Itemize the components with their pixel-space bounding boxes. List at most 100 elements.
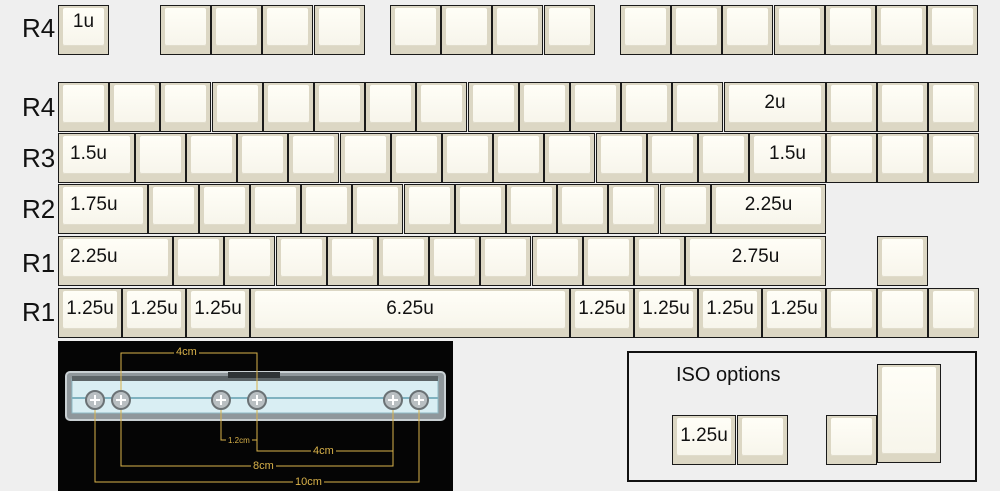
key-label: 1.25u: [770, 298, 818, 319]
key-arrow-down: [877, 288, 928, 338]
key-r2-10: [660, 184, 711, 234]
keycap-surface: [370, 85, 411, 123]
keycap-surface: [754, 136, 821, 174]
keycap-surface: [625, 8, 666, 46]
key-num-8: [468, 82, 519, 132]
key-label: 2.75u: [731, 246, 780, 267]
key-top-9: [620, 5, 671, 55]
keycap-surface: [447, 136, 488, 174]
key-r2-3: [301, 184, 352, 234]
key-label: 1.25u: [642, 298, 690, 319]
keycap-surface: [524, 85, 565, 123]
key-backspace: 2u: [724, 82, 826, 132]
key-r3-8: [544, 133, 595, 183]
key-r1-6: [480, 236, 531, 286]
key-rwin: 1.25u: [634, 288, 698, 338]
keycap-surface: [498, 136, 539, 174]
key-num-10: [570, 82, 621, 132]
keycap-surface: [727, 8, 768, 46]
screw-5: [383, 390, 403, 410]
keycap-surface: [537, 239, 578, 277]
key-f7: [492, 5, 543, 55]
screw-1: [85, 390, 105, 410]
key-label: 1.25u: [130, 298, 178, 319]
keycap-surface: [153, 187, 194, 225]
keycap-surface: [613, 187, 654, 225]
stabilizer-notch: [228, 372, 280, 378]
key-label: 1u: [72, 11, 95, 32]
key-num-7: [416, 82, 467, 132]
keycap-surface: [409, 187, 450, 225]
keycap-surface: [742, 418, 783, 456]
keycap-surface: [63, 291, 117, 329]
key-r1-3: [327, 236, 378, 286]
key-label: 1.25u: [680, 425, 728, 446]
keycap-surface: [716, 187, 821, 225]
keycap-surface: [703, 291, 757, 329]
keycap-surface: [460, 187, 501, 225]
dim-label-8cm: 8cm: [251, 460, 276, 472]
keycap-surface: [665, 187, 706, 225]
key-num-4: [263, 82, 314, 132]
key-lwin: 1.25u: [122, 288, 186, 338]
keycap-surface: [357, 187, 398, 225]
row-label-r4: R4: [22, 92, 56, 122]
key-num-3: [212, 82, 263, 132]
keycap-surface: [562, 187, 603, 225]
key-f8: [544, 5, 595, 55]
key-rctrl: 1.25u: [762, 288, 826, 338]
key-r3-11: [698, 133, 749, 183]
key-rshift: 2.75u: [685, 236, 826, 286]
key-r3-0: [135, 133, 186, 183]
key-label: 2u: [764, 92, 786, 113]
key-r3-2: [237, 133, 288, 183]
keycap-surface: [485, 239, 526, 277]
keycap-surface: [255, 291, 565, 329]
keycap-surface: [882, 367, 936, 454]
dim-10cm-line: [94, 404, 420, 483]
keycap-surface: [549, 136, 590, 174]
key-r1-2: [276, 236, 327, 286]
keycap-surface: [677, 85, 718, 123]
key-r1-7: [532, 236, 583, 286]
key-lalt: 1.25u: [186, 288, 250, 338]
key-label: 1.25u: [706, 298, 754, 319]
key-r1-9: [634, 236, 685, 286]
key-nav-4: [826, 133, 877, 183]
keycap-surface: [549, 8, 590, 46]
keycap-surface: [319, 8, 360, 46]
key-r2-4: [352, 184, 403, 234]
key-r3-9: [596, 133, 647, 183]
key-arrow-right: [928, 288, 979, 338]
keycap-surface: [396, 136, 437, 174]
keycap-surface: [831, 418, 872, 456]
key-r2-8: [557, 184, 608, 234]
key-label: 1.25u: [578, 298, 626, 319]
key-r2-9: [608, 184, 659, 234]
key-r3-7: [493, 133, 544, 183]
keycap-surface: [831, 291, 872, 329]
key-top-14: [876, 5, 927, 55]
key-top-13: [825, 5, 876, 55]
key-f2: [211, 5, 262, 55]
key-arrow-up: [877, 236, 928, 286]
dim-label-4cm-mid: 4cm: [311, 445, 336, 457]
key-lshift: 2.25u: [58, 236, 173, 286]
key-caps: 1.75u: [58, 184, 148, 234]
key-nav-3: [928, 82, 979, 132]
key-nav-6: [928, 133, 979, 183]
key-top-10: [671, 5, 722, 55]
keycap-surface: [830, 8, 871, 46]
keycap-surface: [932, 8, 973, 46]
key-r2-6: [455, 184, 506, 234]
key-lctrl: 1.25u: [58, 288, 122, 338]
row-label-r1-b: R1: [22, 297, 56, 327]
keycap-surface: [639, 291, 693, 329]
key-num-9: [519, 82, 570, 132]
key-num-1: [109, 82, 160, 132]
iso-options-box: [627, 351, 977, 482]
key-iso-enter: [877, 364, 941, 463]
stabilizer-top-rail: [72, 376, 438, 381]
key-top-11: [722, 5, 773, 55]
key-top-15: [927, 5, 978, 55]
